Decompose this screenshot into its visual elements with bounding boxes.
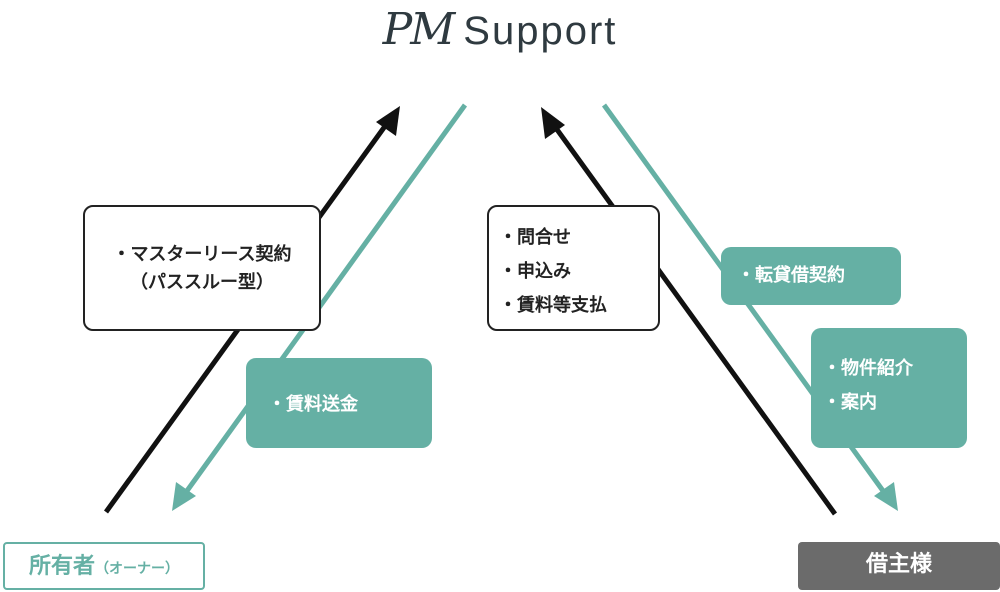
owner-label-sub: （オーナー） xyxy=(95,561,179,577)
property-box: 物件紹介 案内 xyxy=(811,328,967,448)
arrow-tenant-to-pm xyxy=(550,122,838,516)
arrow-pm-to-owner-head xyxy=(172,482,196,511)
sublease-box: 転貸借契約 xyxy=(721,247,901,305)
property-item: 物件紹介 xyxy=(823,352,967,386)
master-lease-box: ・マスターリース契約 （パススルー型） xyxy=(83,205,321,331)
property-item: 案内 xyxy=(823,386,967,420)
arrow-tenant-to-pm-head xyxy=(541,107,565,139)
arrow-owner-to-pm-head xyxy=(376,106,400,136)
inquiry-box: 問合せ 申込み 賃料等支払 xyxy=(487,205,660,331)
owner-label: 所有者（オーナー） xyxy=(3,542,205,590)
master-lease-line2: （パススルー型） xyxy=(130,272,274,293)
inquiry-item: 問合せ xyxy=(499,221,658,255)
inquiry-item: 申込み xyxy=(499,255,658,289)
inquiry-item: 賃料等支払 xyxy=(499,289,658,323)
sublease-item: 転貸借契約 xyxy=(737,259,901,293)
rent-remit-box: 賃料送金 xyxy=(246,358,432,448)
rent-remit-item: 賃料送金 xyxy=(268,388,432,422)
arrow-pm-to-tenant-head xyxy=(874,482,898,511)
arrow-pm-to-owner xyxy=(181,103,468,497)
master-lease-line1: ・マスターリース契約 xyxy=(112,244,292,265)
owner-label-text: 所有者 xyxy=(28,554,95,579)
logo-mark: PM xyxy=(382,4,456,55)
tenant-label: 借主様 xyxy=(798,542,1000,590)
logo-word: Support xyxy=(463,9,618,53)
